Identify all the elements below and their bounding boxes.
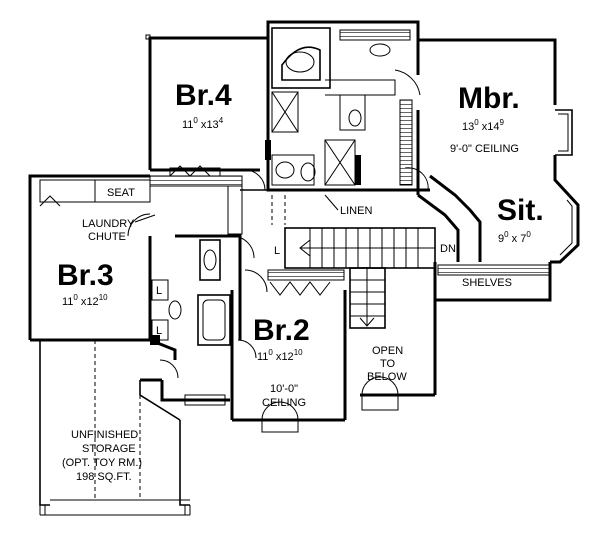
linen-label: LINEN xyxy=(340,205,372,217)
br3-name: Br.3 xyxy=(57,259,114,292)
br2-dimensions: 110 x1210 xyxy=(257,348,303,363)
br4-dimensions: 110 x134 xyxy=(182,116,224,131)
mbr-name: Mbr. xyxy=(458,82,520,115)
br4-name: Br.4 xyxy=(175,79,232,112)
sit-dimensions: 90 x 70 xyxy=(498,230,531,245)
dn-label: DN xyxy=(440,243,456,255)
closets xyxy=(39,165,551,296)
annotation-labels: SEAT LAUNDRY CHUTE LINEN DN SHELVES L L … xyxy=(62,187,512,483)
br3-dimensions: 110 x1210 xyxy=(62,293,108,308)
open-label-2: TO xyxy=(380,358,396,370)
hall-bath-fixtures xyxy=(150,239,231,379)
master-bath-fixtures xyxy=(265,27,421,186)
sit-name: Sit. xyxy=(497,194,544,227)
open-label-1: OPEN xyxy=(372,345,403,357)
room-labels: Br.4 110 x134 Mbr. 130 x149 9'-0" CEILIN… xyxy=(57,79,544,409)
br2-name: Br.2 xyxy=(253,314,310,347)
chute-leader xyxy=(134,214,156,223)
laundry-label: LAUNDRY xyxy=(82,218,135,230)
shelves-label: SHELVES xyxy=(462,277,512,289)
linen-leader xyxy=(324,194,339,211)
bath-l-upper: L xyxy=(156,285,162,297)
br2-ceiling-value: 10'-0" xyxy=(270,383,298,395)
storage-label-3: (OPT. TOY RM.) xyxy=(62,457,142,469)
mbr-dimensions: 130 x149 xyxy=(462,118,505,133)
seat-label: SEAT xyxy=(107,187,135,199)
storage-label-1: UNFINISHED xyxy=(71,429,138,441)
mbr-ceiling: 9'-0" CEILING xyxy=(450,143,519,155)
doors xyxy=(94,167,429,500)
storage-label-2: STORAGE xyxy=(82,443,136,455)
linen-closet-l: L xyxy=(274,245,280,257)
bath-l-lower: L xyxy=(156,325,162,337)
chute-label: CHUTE xyxy=(88,231,126,243)
br2-ceiling-label: CEILING xyxy=(262,397,306,409)
stairs xyxy=(284,227,436,329)
storage-label-4: 198 SQ.FT. xyxy=(76,471,132,483)
open-label-3: BELOW xyxy=(367,371,407,383)
